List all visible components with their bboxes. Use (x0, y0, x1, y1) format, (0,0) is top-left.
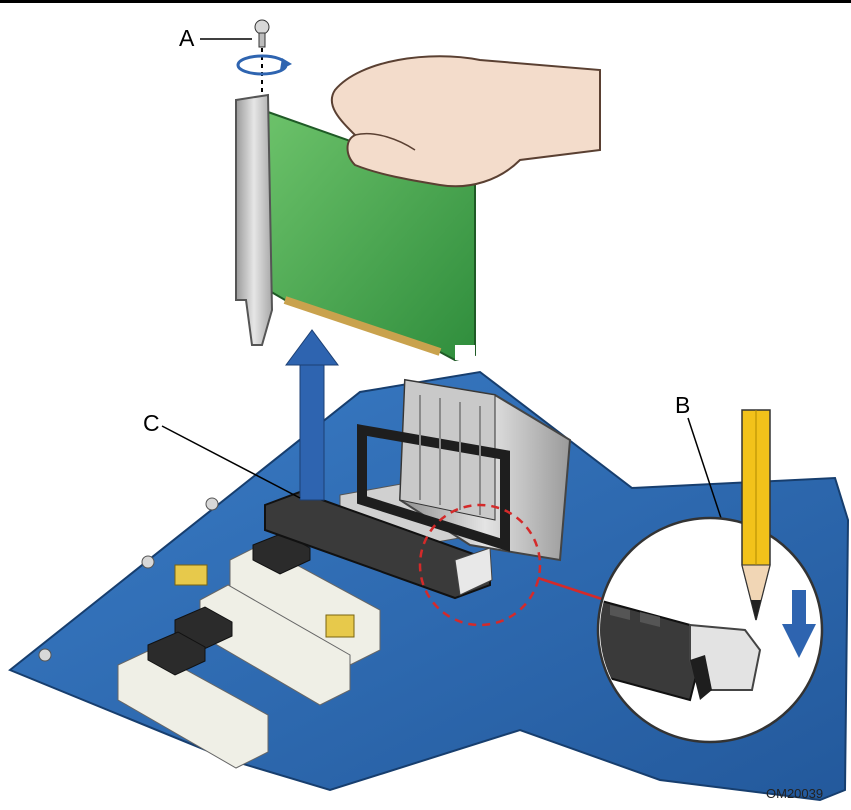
zoom-inset (596, 409, 824, 744)
rotation-arrow-icon (236, 54, 292, 76)
card-bracket (235, 93, 274, 346)
up-arrow-icon (285, 329, 339, 501)
callout-label-a: A (179, 25, 195, 51)
screw-icon (254, 19, 270, 92)
pcie-x1-slots (147, 532, 311, 676)
figure-code: OM20039 (766, 786, 824, 801)
down-arrow-icon (782, 590, 816, 658)
header-pins (174, 564, 355, 638)
callout-label-c: C (143, 410, 160, 436)
hand (330, 55, 601, 188)
zoom-connector-line (537, 576, 606, 602)
callout-label-b: B (675, 392, 691, 418)
pencil-icon (741, 409, 771, 621)
leader-line-c (161, 425, 301, 499)
dashed-highlight-circle (418, 503, 542, 627)
top-border-rule (0, 0, 851, 3)
